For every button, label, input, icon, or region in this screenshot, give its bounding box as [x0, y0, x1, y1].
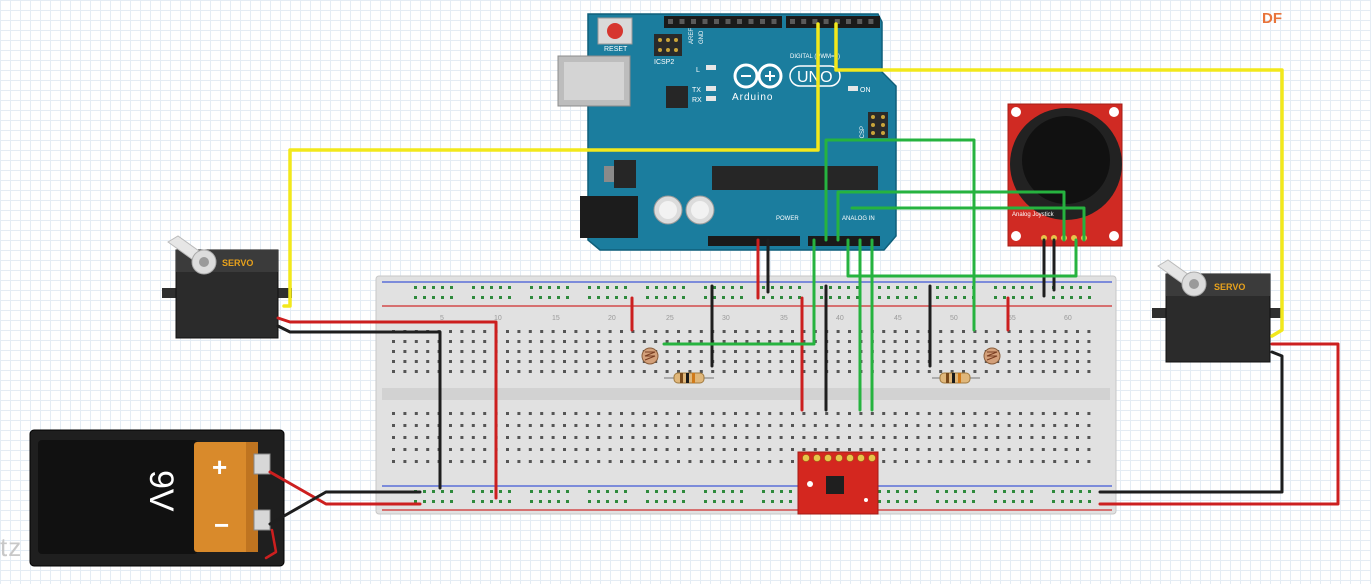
resistor-left: [664, 372, 714, 384]
digital-label: DIGITAL (PWM=~): [790, 54, 840, 60]
column-number: 25: [666, 315, 674, 322]
led-l-label: L: [696, 67, 700, 74]
servo-right-label: SERVO: [1214, 282, 1245, 292]
column-number: 10: [494, 315, 502, 322]
servo-right: SERVO: [1152, 259, 1282, 363]
column-number: 40: [836, 315, 844, 322]
analog-header: [808, 236, 880, 246]
reset-button: [607, 23, 623, 39]
led-on-label: ON: [860, 87, 871, 94]
wire-red-servo-left: [276, 316, 498, 500]
column-number: 50: [950, 315, 958, 322]
photoresistor-left: [641, 347, 659, 365]
wire-black-servo-right: [1098, 350, 1284, 494]
column-number: 55: [1008, 315, 1016, 322]
joystick-label: Analog Joystick: [1012, 212, 1055, 218]
column-number: 20: [608, 315, 616, 322]
brand-label: Arduino: [732, 92, 773, 103]
wire-green-a0: [662, 238, 816, 346]
wire-green-joystick: [850, 206, 1086, 242]
battery-label: 9V: [142, 470, 180, 512]
wire-red-battery-lead: [264, 528, 278, 560]
led-rx: [706, 96, 716, 101]
reset-label: RESET: [604, 46, 628, 53]
usb-chip: [666, 86, 688, 108]
led-rx-label: RX: [692, 97, 702, 104]
led-on: [848, 86, 858, 91]
column-number: 35: [780, 315, 788, 322]
model-label: UNO: [797, 69, 833, 86]
power-jack: [580, 196, 638, 238]
watermark-tz: tz: [0, 532, 23, 562]
servo-left: SERVO: [162, 235, 292, 339]
voltage-regulator: [614, 160, 636, 188]
column-number: 5: [440, 315, 444, 322]
atmega-chip: [712, 166, 878, 190]
led-tx-label: TX: [692, 87, 701, 94]
uno-badge: [789, 65, 841, 87]
power-header: [708, 236, 800, 246]
digital-header-right: [786, 16, 880, 28]
wire-black-servo-left: [276, 324, 442, 490]
icsp-label: ICSP: [860, 126, 866, 140]
led-tx: [706, 86, 716, 91]
watermark-df: DF: [1262, 10, 1282, 27]
power-label: POWER: [776, 216, 799, 222]
wire-red-battery: [268, 470, 422, 506]
wire-yellow-servo-right: [834, 22, 1284, 338]
icsp2-label: ICSP2: [654, 59, 674, 66]
battery-minus: −: [214, 510, 229, 540]
column-number: 30: [722, 315, 730, 322]
photoresistor-right: [983, 347, 1001, 365]
servo-left-label: SERVO: [222, 258, 253, 268]
servo-icon: [1157, 259, 1207, 297]
led-l: [706, 65, 716, 70]
battery-plus: +: [212, 452, 227, 482]
servo-icon: [167, 235, 217, 275]
breadboard: 5 10 15 20 25 30 35 40 45 50 55 60: [375, 275, 1117, 515]
battery-9v: + − 9V: [29, 429, 285, 567]
gnd-label: GND: [699, 30, 705, 44]
arduino-uno-board: RESET ICSP2 AREF GND DIGITAL (PWM=~) L T…: [557, 13, 897, 251]
wire-green-a2: [836, 190, 1066, 242]
wire-green-a1: [824, 138, 976, 332]
wire-yellow-servo-left: [282, 22, 820, 308]
module-chip: [826, 476, 844, 494]
wire-green-a3: [846, 238, 1078, 278]
wire-red-servo-right: [1098, 342, 1340, 506]
resistor-right: [932, 372, 980, 384]
analog-label: ANALOG IN: [842, 216, 875, 222]
column-number: 45: [894, 315, 902, 322]
column-number: 60: [1064, 315, 1072, 322]
aref-label: AREF: [689, 28, 695, 44]
arduino-logo-icon: [733, 63, 783, 89]
wire-black-battery: [268, 490, 422, 526]
capacitors: [653, 195, 715, 225]
column-number: 15: [552, 315, 560, 322]
sensor-module: [797, 451, 879, 515]
